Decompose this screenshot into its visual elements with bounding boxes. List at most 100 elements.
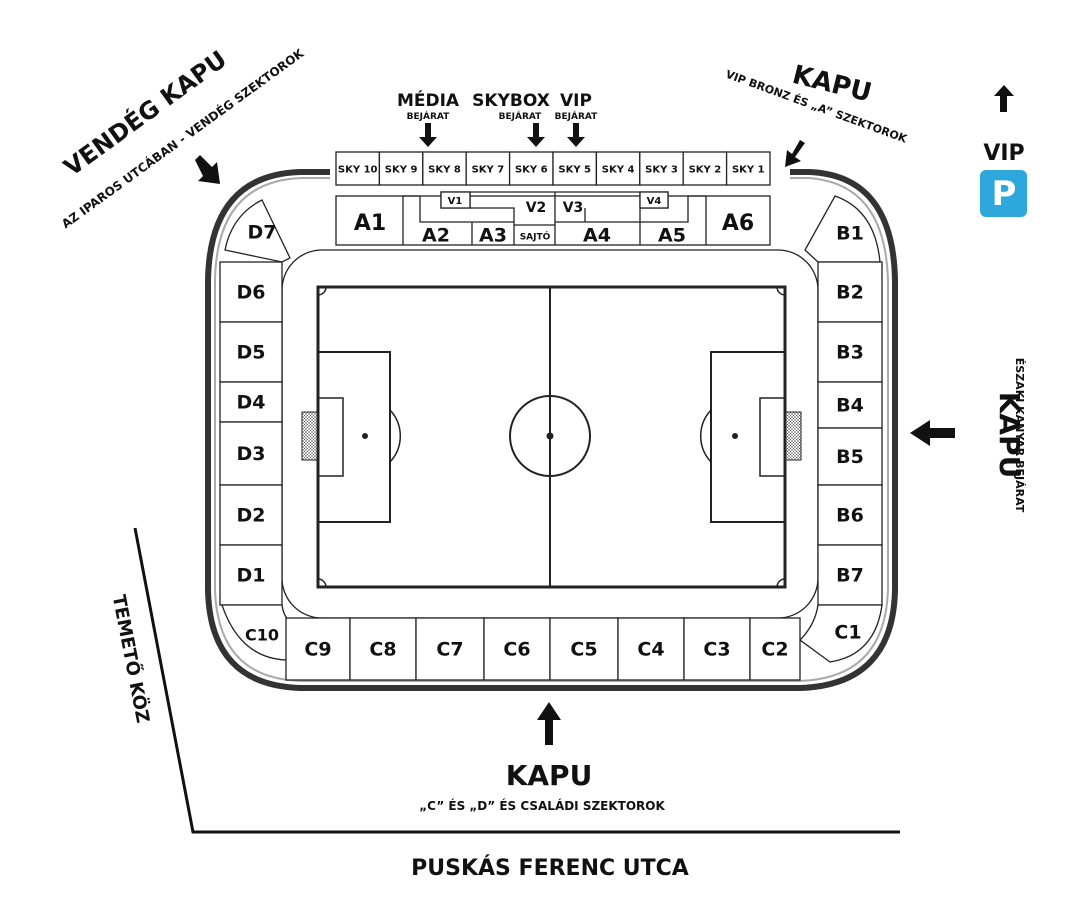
sector-B4-box[interactable] bbox=[817, 381, 883, 429]
vip-label: VIP bbox=[560, 91, 592, 111]
sector-D4[interactable]: D4 bbox=[237, 392, 266, 414]
sector-C5[interactable]: C5 bbox=[570, 639, 597, 661]
skybox-5[interactable]: SKY 5 bbox=[558, 165, 591, 176]
sector-V1[interactable]: V1 bbox=[448, 196, 463, 207]
sector-C7[interactable]: C7 bbox=[436, 639, 463, 661]
sector-C1-box[interactable] bbox=[799, 604, 883, 663]
sector-A6[interactable]: A6 bbox=[722, 211, 754, 236]
sector-D3-box[interactable] bbox=[219, 421, 283, 486]
skybox-4-box[interactable] bbox=[595, 151, 641, 186]
sector-B6[interactable]: B6 bbox=[836, 505, 864, 527]
sector-V2[interactable]: V2 bbox=[526, 200, 547, 216]
sector-C1[interactable]: C1 bbox=[834, 622, 861, 644]
sector-A5[interactable]: A5 bbox=[658, 225, 686, 247]
sector-C9[interactable]: C9 bbox=[304, 639, 331, 661]
sector-C9-box[interactable] bbox=[285, 617, 351, 681]
sector-B7[interactable]: B7 bbox=[836, 565, 864, 587]
sector-C4[interactable]: C4 bbox=[637, 639, 664, 661]
sector-C8-box[interactable] bbox=[349, 617, 417, 681]
arrow-up-icon bbox=[994, 85, 1014, 112]
sector-B6-box[interactable] bbox=[817, 484, 883, 546]
sector-D7[interactable]: D7 bbox=[248, 222, 277, 244]
skybox-2-box[interactable] bbox=[682, 151, 728, 186]
sector-C10[interactable]: C10 bbox=[245, 626, 279, 645]
sector-B5[interactable]: B5 bbox=[836, 446, 864, 468]
parking-sign bbox=[980, 170, 1027, 217]
skybox-row: SKY 10 SKY 9 SKY 8 SKY 7 SKY 6 SKY 5 SKY 4 SKY … bbox=[335, 151, 771, 186]
sector-D6-box[interactable] bbox=[219, 261, 283, 323]
c-stand: C9 C8 C7 C6 C5 C4 C3 C2 bbox=[285, 617, 801, 681]
skybox-1-box[interactable] bbox=[725, 151, 771, 186]
stadium-outer-rim bbox=[205, 169, 898, 691]
skybox-9-box[interactable] bbox=[378, 151, 424, 186]
sector-D4-box[interactable] bbox=[219, 381, 283, 423]
skybox-1[interactable]: SKY 1 bbox=[732, 165, 765, 176]
sector-B3[interactable]: B3 bbox=[836, 342, 864, 364]
sector-D5[interactable]: D5 bbox=[237, 342, 266, 364]
skybox-label: SKYBOX bbox=[472, 91, 550, 111]
vip-bejarat: BEJÁRAT bbox=[555, 110, 599, 122]
sector-C2-box[interactable] bbox=[749, 617, 801, 681]
kapu-right-label: KAPU bbox=[993, 392, 1026, 479]
sector-C8[interactable]: C8 bbox=[369, 639, 396, 661]
stadium-inner-rim bbox=[214, 177, 889, 682]
skybox-6[interactable]: SKY 6 bbox=[515, 165, 548, 176]
puskas-ferenc-utca-label: PUSKÁS FERENC UTCA bbox=[411, 855, 689, 881]
arrow-down-icon bbox=[419, 123, 585, 147]
sector-D5-box[interactable] bbox=[219, 321, 283, 383]
sector-A2[interactable]: A2 bbox=[422, 225, 450, 247]
skybox-3-box[interactable] bbox=[639, 151, 684, 186]
skybox-7-box[interactable] bbox=[465, 151, 511, 186]
street-lines bbox=[133, 527, 900, 834]
skybox-4[interactable]: SKY 4 bbox=[602, 165, 635, 176]
sector-A1[interactable]: A1 bbox=[354, 211, 386, 236]
eszaki-label: ÉSZAKI KANYAR BEJÁRAT bbox=[1013, 358, 1026, 513]
sector-D3[interactable]: D3 bbox=[237, 443, 266, 465]
sector-C6-box[interactable] bbox=[483, 617, 551, 681]
skybox-bejarat: BEJÁRAT bbox=[499, 110, 543, 122]
sector-D6[interactable]: D6 bbox=[237, 282, 266, 304]
sector-D1[interactable]: D1 bbox=[237, 565, 266, 587]
kapu-bottom-label: KAPU bbox=[506, 759, 593, 792]
skybox-9[interactable]: SKY 9 bbox=[385, 165, 418, 176]
parking-icon: P bbox=[992, 174, 1017, 214]
sector-D1-box[interactable] bbox=[219, 544, 283, 606]
media-label: MÉDIA bbox=[397, 89, 460, 111]
skybox-8[interactable]: SKY 8 bbox=[428, 165, 461, 176]
sector-C2[interactable]: C2 bbox=[761, 639, 788, 661]
sector-B2[interactable]: B2 bbox=[836, 282, 864, 304]
sector-C6[interactable]: C6 bbox=[503, 639, 530, 661]
arrow-up-icon bbox=[537, 702, 561, 745]
sector-V3[interactable]: V3 bbox=[563, 200, 584, 216]
arrow-down-left-icon bbox=[785, 140, 805, 167]
sector-B1[interactable]: B1 bbox=[836, 223, 864, 245]
sector-C3[interactable]: C3 bbox=[703, 639, 730, 661]
sector-B3-box[interactable] bbox=[817, 321, 883, 383]
sector-D7-box[interactable] bbox=[224, 199, 291, 263]
skybox-10[interactable]: SKY 10 bbox=[338, 165, 378, 176]
skybox-6-box[interactable] bbox=[508, 151, 554, 186]
sector-sajto[interactable]: SAJTÓ bbox=[520, 231, 551, 243]
sector-A3[interactable]: A3 bbox=[479, 225, 507, 247]
sector-A4[interactable]: A4 bbox=[583, 225, 611, 247]
sector-B2-box[interactable] bbox=[817, 261, 883, 323]
skybox-8-box[interactable] bbox=[422, 151, 467, 186]
sector-V4[interactable]: V4 bbox=[647, 196, 662, 207]
skybox-3[interactable]: SKY 3 bbox=[645, 165, 678, 176]
skybox-10-box[interactable] bbox=[335, 151, 381, 186]
c-d-label: „C” ÉS „D” ÉS CSALÁDI SZEKTOROK bbox=[419, 798, 665, 813]
temeto-koz-label: TEMETŐ KÖZ bbox=[108, 593, 154, 725]
skybox-2[interactable]: SKY 2 bbox=[689, 165, 722, 176]
arrow-down-right-icon bbox=[195, 155, 220, 184]
main-stand: A1 A2 A3 SAJTÓ A4 A5 A6 V1 V2 V3 V4 bbox=[335, 191, 771, 247]
sector-D2[interactable]: D2 bbox=[237, 505, 266, 527]
sector-B5-box[interactable] bbox=[817, 427, 883, 486]
sector-B4[interactable]: B4 bbox=[836, 395, 864, 417]
sector-B7-box[interactable] bbox=[817, 544, 883, 606]
arrow-left-icon bbox=[910, 420, 955, 446]
sector-D2-box[interactable] bbox=[219, 484, 283, 546]
skybox-7[interactable]: SKY 7 bbox=[472, 165, 505, 176]
